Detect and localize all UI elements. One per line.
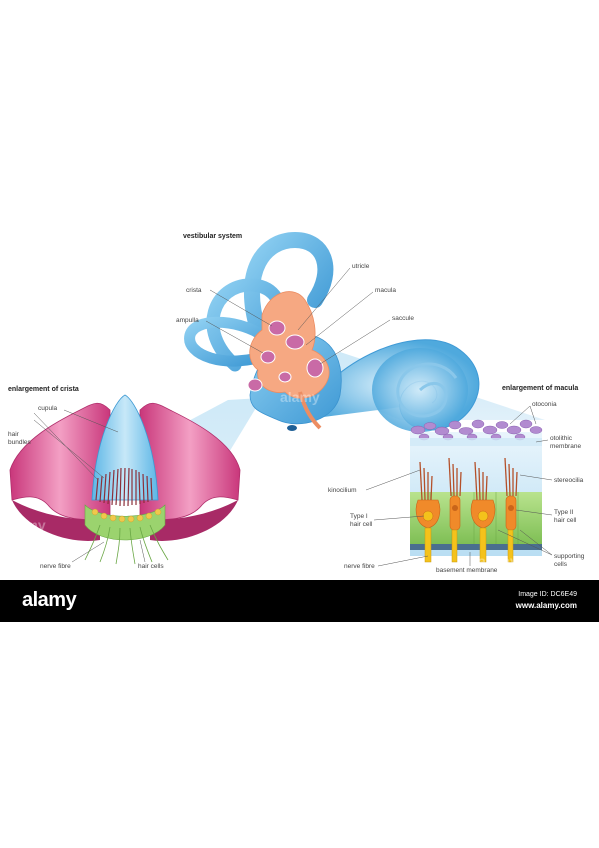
label-supporting-line1: supporting: [554, 553, 585, 560]
image-id: Image ID: DC6E49: [518, 591, 577, 598]
vestibular-system: [184, 231, 342, 431]
cochlea: [299, 339, 480, 432]
watermark-right: alamy: [478, 553, 518, 569]
label-ampulla: ampulla: [176, 317, 199, 324]
watermark-center: alamy: [280, 389, 320, 405]
crista-enlargement: [9, 394, 241, 565]
label-basement-membrane: basement membrane: [436, 567, 498, 574]
label-cupula: cupula: [38, 405, 58, 412]
label-otoconia: otoconia: [532, 401, 557, 408]
macula-enlargement: [410, 419, 543, 563]
label-nerve-fibre-crista: nerve fibre: [40, 563, 71, 570]
label-type2-line1: Type II: [554, 509, 574, 516]
label-type2-line2: hair cell: [554, 517, 577, 524]
label-saccule: saccule: [392, 315, 414, 322]
label-nerve-fibre-macula: nerve fibre: [344, 563, 375, 570]
label-otolithic-line1: otolithic: [550, 435, 573, 442]
label-otolithic-line2: membrane: [550, 443, 581, 450]
label-type1-line2: hair cell: [350, 521, 373, 528]
image-credit: Image ID: DC6E49 www.alamy.com: [516, 589, 577, 611]
label-utricle: utricle: [352, 263, 370, 270]
label-hair-bundles-line2: bundles: [8, 439, 32, 446]
label-type1-line1: Type I: [350, 513, 368, 520]
alamy-url: www.alamy.com: [515, 601, 577, 610]
label-supporting-line2: cells: [554, 561, 568, 568]
label-hair-bundles-line1: hair: [8, 431, 20, 438]
label-crista: crista: [186, 287, 202, 294]
watermark-left: alamy: [6, 517, 46, 533]
alamy-logo: alamy: [22, 589, 77, 611]
label-stereocilia: stereocilia: [554, 477, 584, 484]
label-hair-cells: hair cells: [138, 563, 164, 570]
title-vestibular-system: vestibular system: [183, 233, 242, 240]
title-enlargement-of-crista: enlargement of crista: [8, 386, 79, 393]
label-macula: macula: [375, 287, 396, 294]
label-kinocilium: kinocilium: [328, 487, 357, 494]
leader-lines: [33, 267, 553, 567]
title-enlargement-of-macula: enlargement of macula: [502, 385, 578, 392]
footer-bar: alamy Image ID: DC6E49 www.alamy.com: [0, 580, 599, 622]
